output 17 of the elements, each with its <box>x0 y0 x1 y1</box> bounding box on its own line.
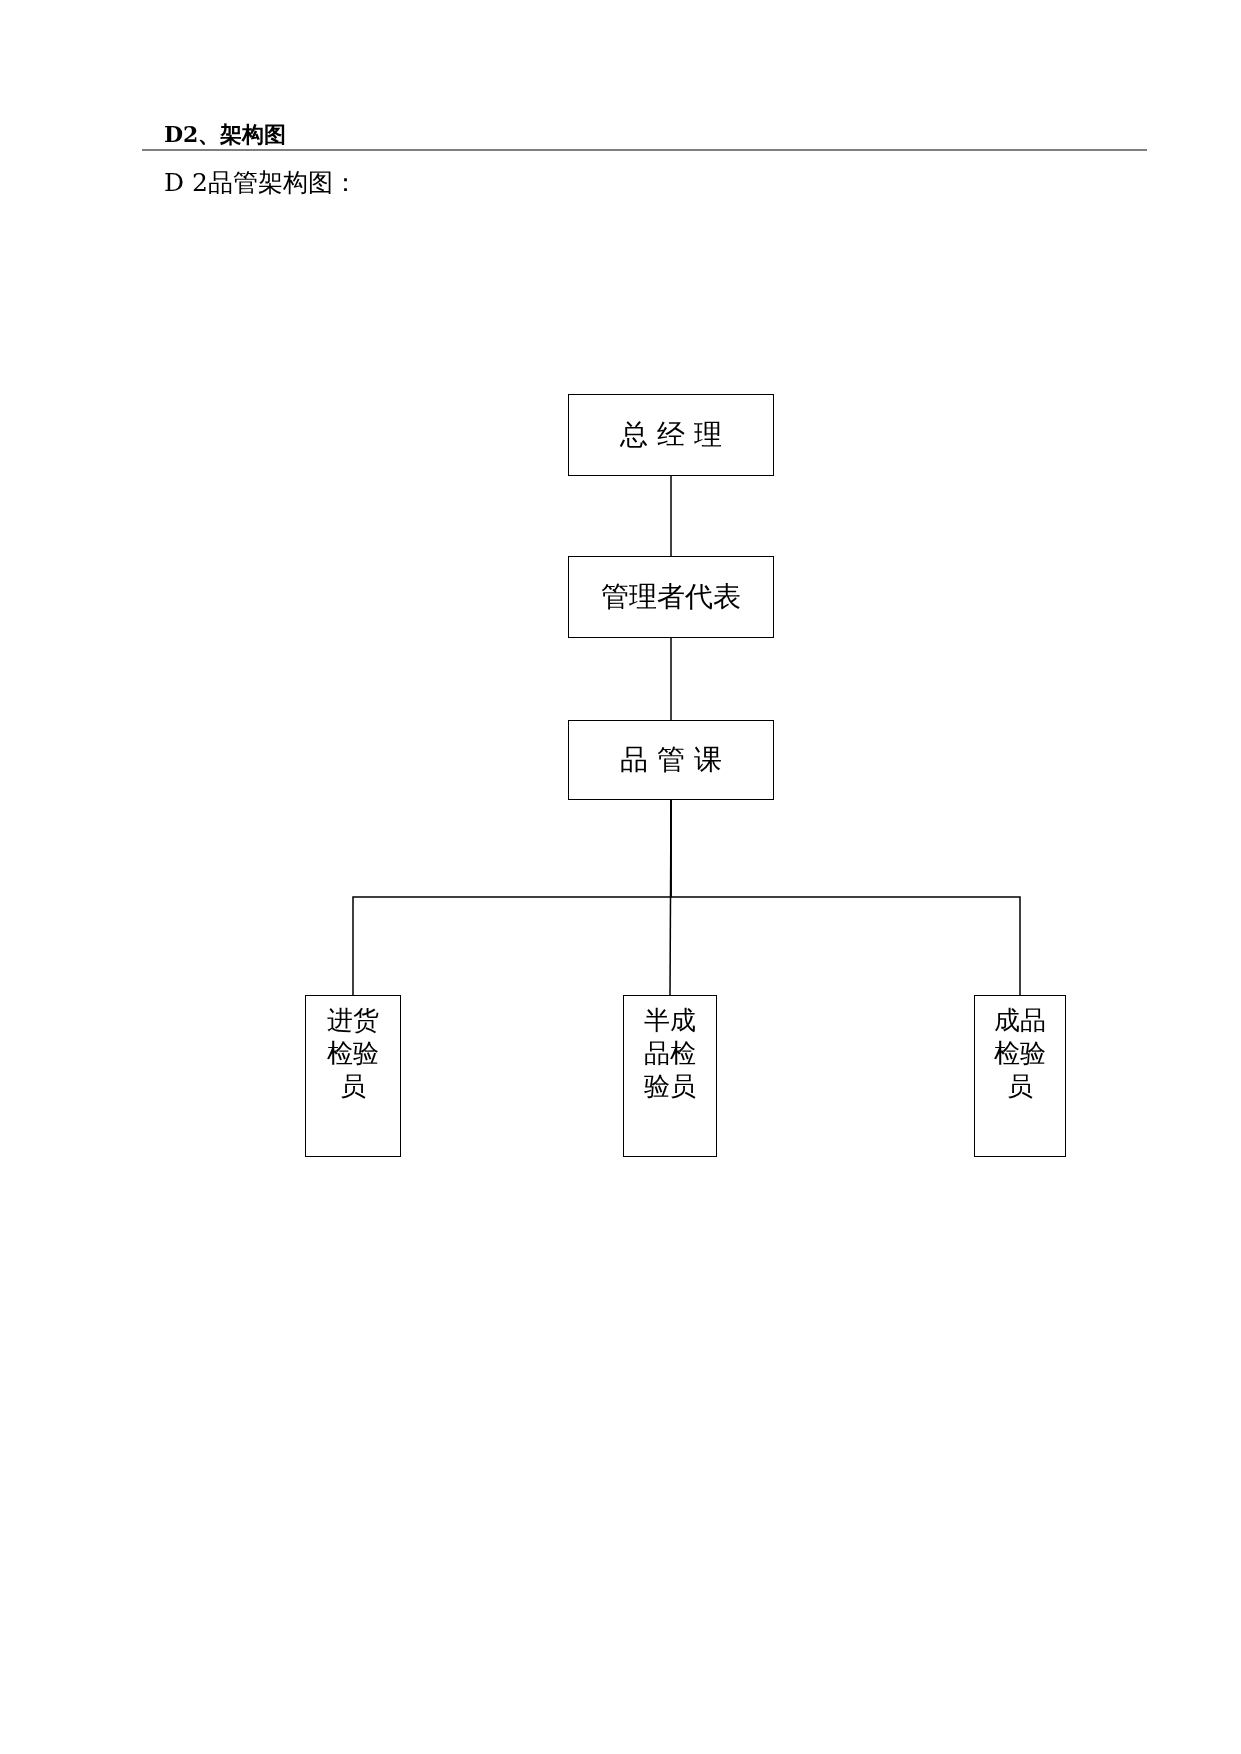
role-label: 总 经 理 <box>620 417 722 453</box>
connector-line <box>670 799 1021 996</box>
org-box <box>568 720 774 800</box>
subheading: D 2品管架构图： <box>164 167 358 199</box>
connector-line <box>670 637 672 721</box>
role-label: 管理者代表 <box>601 579 741 615</box>
org-box <box>568 394 774 476</box>
org-box <box>305 995 401 1157</box>
org-box <box>568 556 774 638</box>
role-label: 半成品检验员 <box>643 1004 697 1103</box>
role-label: 成品检验员 <box>993 1004 1047 1103</box>
role-label: 品 管 课 <box>620 742 722 778</box>
connector-line <box>670 475 672 557</box>
role-label: 进货检验员 <box>326 1004 380 1103</box>
section-heading: D2、架构图 <box>164 120 287 149</box>
org-box <box>623 995 717 1157</box>
org-box <box>974 995 1066 1157</box>
